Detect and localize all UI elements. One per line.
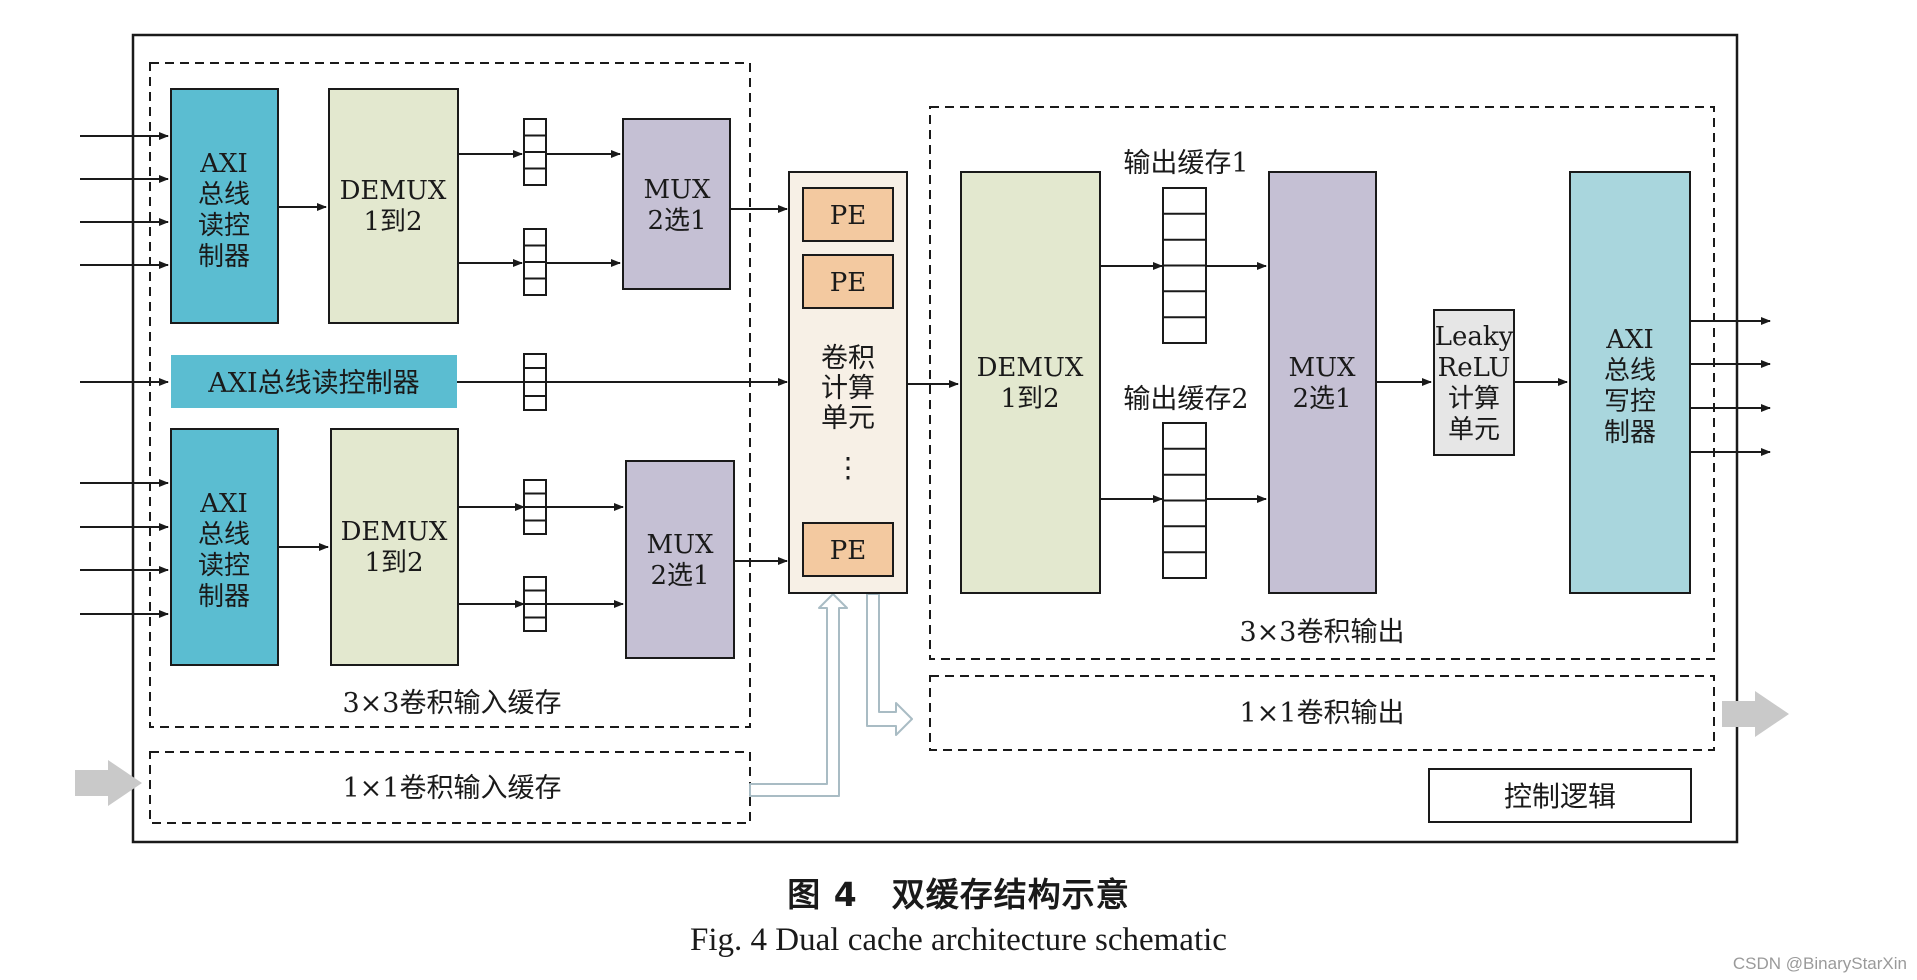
axi-read-top-line3: 读控 xyxy=(198,211,250,241)
demux-input-top-line2: 1到2 xyxy=(363,207,422,237)
pe-label-2: PE xyxy=(830,268,866,298)
axi-read-top-line4: 制器 xyxy=(198,242,250,272)
axi-read-bot-line4: 制器 xyxy=(198,582,250,612)
mux-output-line2: 2选1 xyxy=(1292,384,1351,414)
input-3x3-group xyxy=(149,62,751,728)
demux-input-bot-line2: 1到2 xyxy=(364,548,423,578)
output-buffer-1-label: 输出缓存1 xyxy=(1123,148,1248,179)
mux-input-bottom xyxy=(625,460,735,659)
demux-input-top-line1: DEMUX xyxy=(340,176,447,206)
axi-write-line2: 总线 xyxy=(1604,356,1656,386)
conv-unit-line3: 单元 xyxy=(821,403,875,434)
leaky-line3: 计算 xyxy=(1448,384,1500,414)
hollow-arrow-1x1-out xyxy=(866,593,913,736)
fifo-buffer xyxy=(523,479,547,535)
input-3x3-label: 3×3卷积输入缓存 xyxy=(343,688,562,719)
pe-block-2 xyxy=(802,254,894,309)
control-logic-label: 控制逻辑 xyxy=(1504,780,1616,813)
mux-input-bot-line2: 2选1 xyxy=(650,561,709,591)
demux-input-bottom xyxy=(330,428,459,666)
output-buffer-2 xyxy=(1162,422,1207,579)
mux-input-top-line1: MUX xyxy=(643,175,711,205)
axi-read-mid-label: AXI总线读控制器 xyxy=(207,368,419,399)
leaky-line1: Leaky xyxy=(1435,322,1514,352)
axi-write-line4: 制器 xyxy=(1604,418,1656,448)
leaky-line2: ReLU xyxy=(1438,353,1511,383)
fifo-buffer xyxy=(523,576,547,632)
leaky-line4: 单元 xyxy=(1448,415,1500,445)
hollow-arrow-1x1-in xyxy=(749,593,848,797)
output-3x3-group xyxy=(929,106,1715,660)
conv-unit-line2: 计算 xyxy=(821,373,875,404)
mux-input-bot-line1: MUX xyxy=(646,530,714,560)
mux-input-top xyxy=(622,118,731,290)
conv-unit-ellipsis: ⋮ xyxy=(834,451,862,484)
axi-read-bot-line3: 读控 xyxy=(198,551,250,581)
fifo-buffer xyxy=(523,353,547,411)
control-logic-box xyxy=(1428,768,1692,823)
demux-input-bot-line1: DEMUX xyxy=(341,517,448,547)
output-buffer-1 xyxy=(1162,187,1207,344)
watermark: CSDN @BinaryStarXin xyxy=(1732,954,1907,973)
axi-read-top-line1: AXI xyxy=(199,149,248,179)
fifo-buffer xyxy=(523,228,547,296)
output-1x1-label: 1×1卷积输出 xyxy=(1240,698,1405,729)
output-1x1-gray-arrow xyxy=(1722,691,1789,737)
figure-caption-en: Fig. 4 Dual cache architecture schematic xyxy=(690,922,1227,958)
axi-read-bot-line2: 总线 xyxy=(198,520,250,550)
axi-read-top-line2: 总线 xyxy=(198,180,250,210)
axi-write-line1: AXI xyxy=(1605,325,1654,355)
input-1x1-gray-arrow xyxy=(75,760,142,806)
demux-output-line2: 1到2 xyxy=(1000,384,1059,414)
output-buffer-2-label: 输出缓存2 xyxy=(1123,384,1248,415)
mux-input-top-line2: 2选1 xyxy=(647,206,706,236)
axi-read-bot-line1: AXI xyxy=(199,489,248,519)
mux-output-line1: MUX xyxy=(1288,353,1356,383)
axi-read-controller-mid xyxy=(171,355,457,408)
pe-label-1: PE xyxy=(830,201,866,231)
demux-output xyxy=(960,171,1101,594)
pe-block-1 xyxy=(802,187,894,242)
pe-label-3: PE xyxy=(830,536,866,566)
output-1x1-group xyxy=(929,675,1715,751)
conv-unit-line1: 卷积 xyxy=(821,343,875,374)
axi-write-line3: 写控 xyxy=(1604,387,1656,417)
input-1x1-label: 1×1卷积输入缓存 xyxy=(343,773,562,804)
axi-read-controller-top xyxy=(170,88,279,324)
axi-write-controller xyxy=(1569,171,1691,594)
demux-output-line1: DEMUX xyxy=(977,353,1084,383)
axi-read-controller-bottom xyxy=(170,428,279,666)
figure-caption-zh: 图 4 双缓存结构示意 xyxy=(787,875,1130,914)
outer-frame xyxy=(131,33,1739,844)
output-3x3-label: 3×3卷积输出 xyxy=(1240,617,1405,648)
pe-block-3 xyxy=(802,522,894,577)
demux-input-top xyxy=(328,88,459,324)
fifo-buffer xyxy=(523,118,547,186)
